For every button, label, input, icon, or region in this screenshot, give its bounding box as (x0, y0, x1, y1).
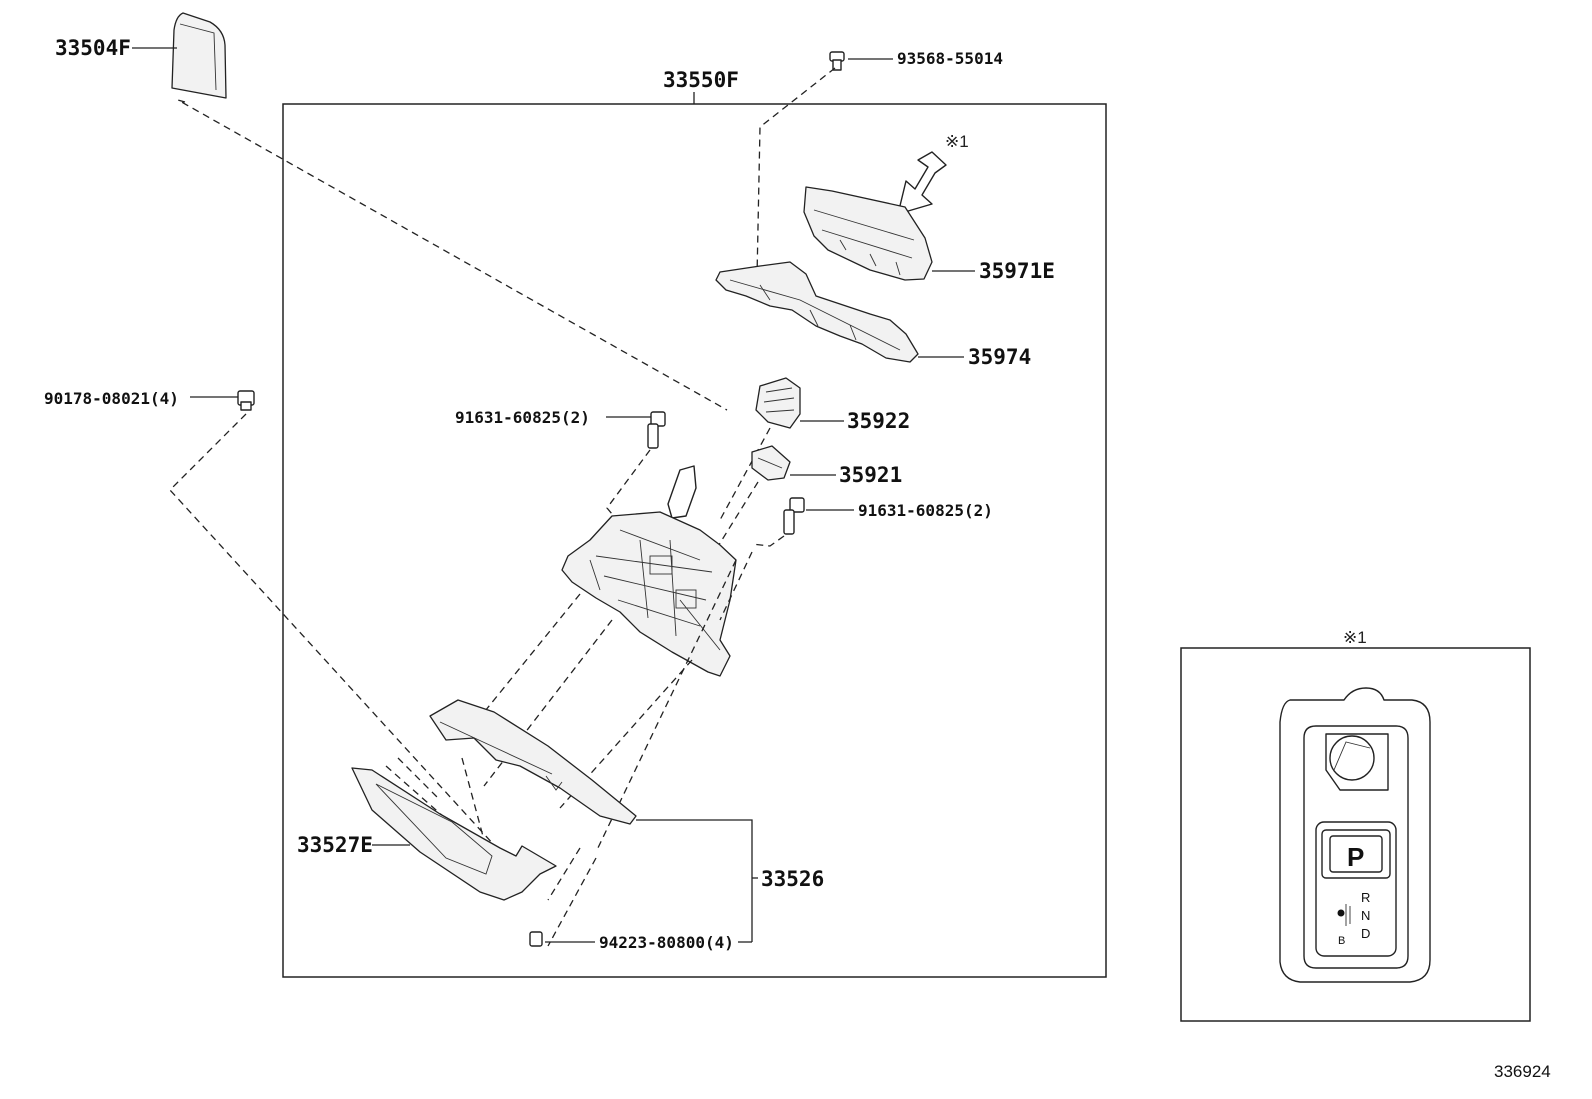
gear-r-label: R (1361, 890, 1370, 905)
label-33527E: 33527E (297, 833, 373, 857)
part-33504F (171, 12, 227, 99)
part-94223-screw (529, 931, 543, 947)
label-33504F: 33504F (55, 36, 131, 60)
shifter-panel-illustration (1279, 687, 1431, 983)
part-93568-screw (829, 51, 845, 71)
inset-box (1180, 647, 1531, 1022)
gear-d-label: D (1361, 926, 1370, 941)
label-91631-60825-left: 91631-60825(2) (455, 408, 590, 427)
label-94223-80800: 94223-80800(4) (599, 933, 734, 952)
part-35971E (803, 186, 933, 281)
shift-lever-assembly (561, 465, 737, 677)
gear-b-label: B (1338, 935, 1345, 947)
seatbelt-icon (1337, 904, 1351, 926)
label-35971E: 35971E (979, 259, 1055, 283)
note-arrow (897, 151, 947, 215)
park-button (1329, 835, 1383, 873)
assembly-label: 33550F (663, 68, 739, 92)
part-35921 (751, 445, 791, 481)
knob-circle (1329, 735, 1375, 781)
label-33526: 33526 (761, 867, 824, 891)
label-35922: 35922 (847, 409, 910, 433)
label-91631-60825-right: 91631-60825(2) (858, 501, 993, 520)
part-33527E (351, 767, 557, 901)
part-35922 (755, 377, 801, 429)
inset-title: ※1 (1343, 628, 1367, 647)
part-35974 (715, 261, 919, 363)
part-90178-nut (237, 390, 255, 411)
label-93568-55014: 93568-55014 (897, 49, 1003, 68)
part-91631-bolt-left (647, 411, 666, 449)
diagram-id: 336924 (1494, 1062, 1551, 1081)
gear-p-label: P (1347, 842, 1364, 872)
label-90178-08021: 90178-08021(4) (44, 389, 179, 408)
gear-n-label: N (1361, 908, 1370, 923)
note-mark-1: ※1 (945, 132, 969, 151)
label-35974: 35974 (968, 345, 1031, 369)
part-33526 (429, 699, 637, 825)
part-91631-bolt-right (783, 497, 805, 535)
label-35921: 35921 (839, 463, 902, 487)
